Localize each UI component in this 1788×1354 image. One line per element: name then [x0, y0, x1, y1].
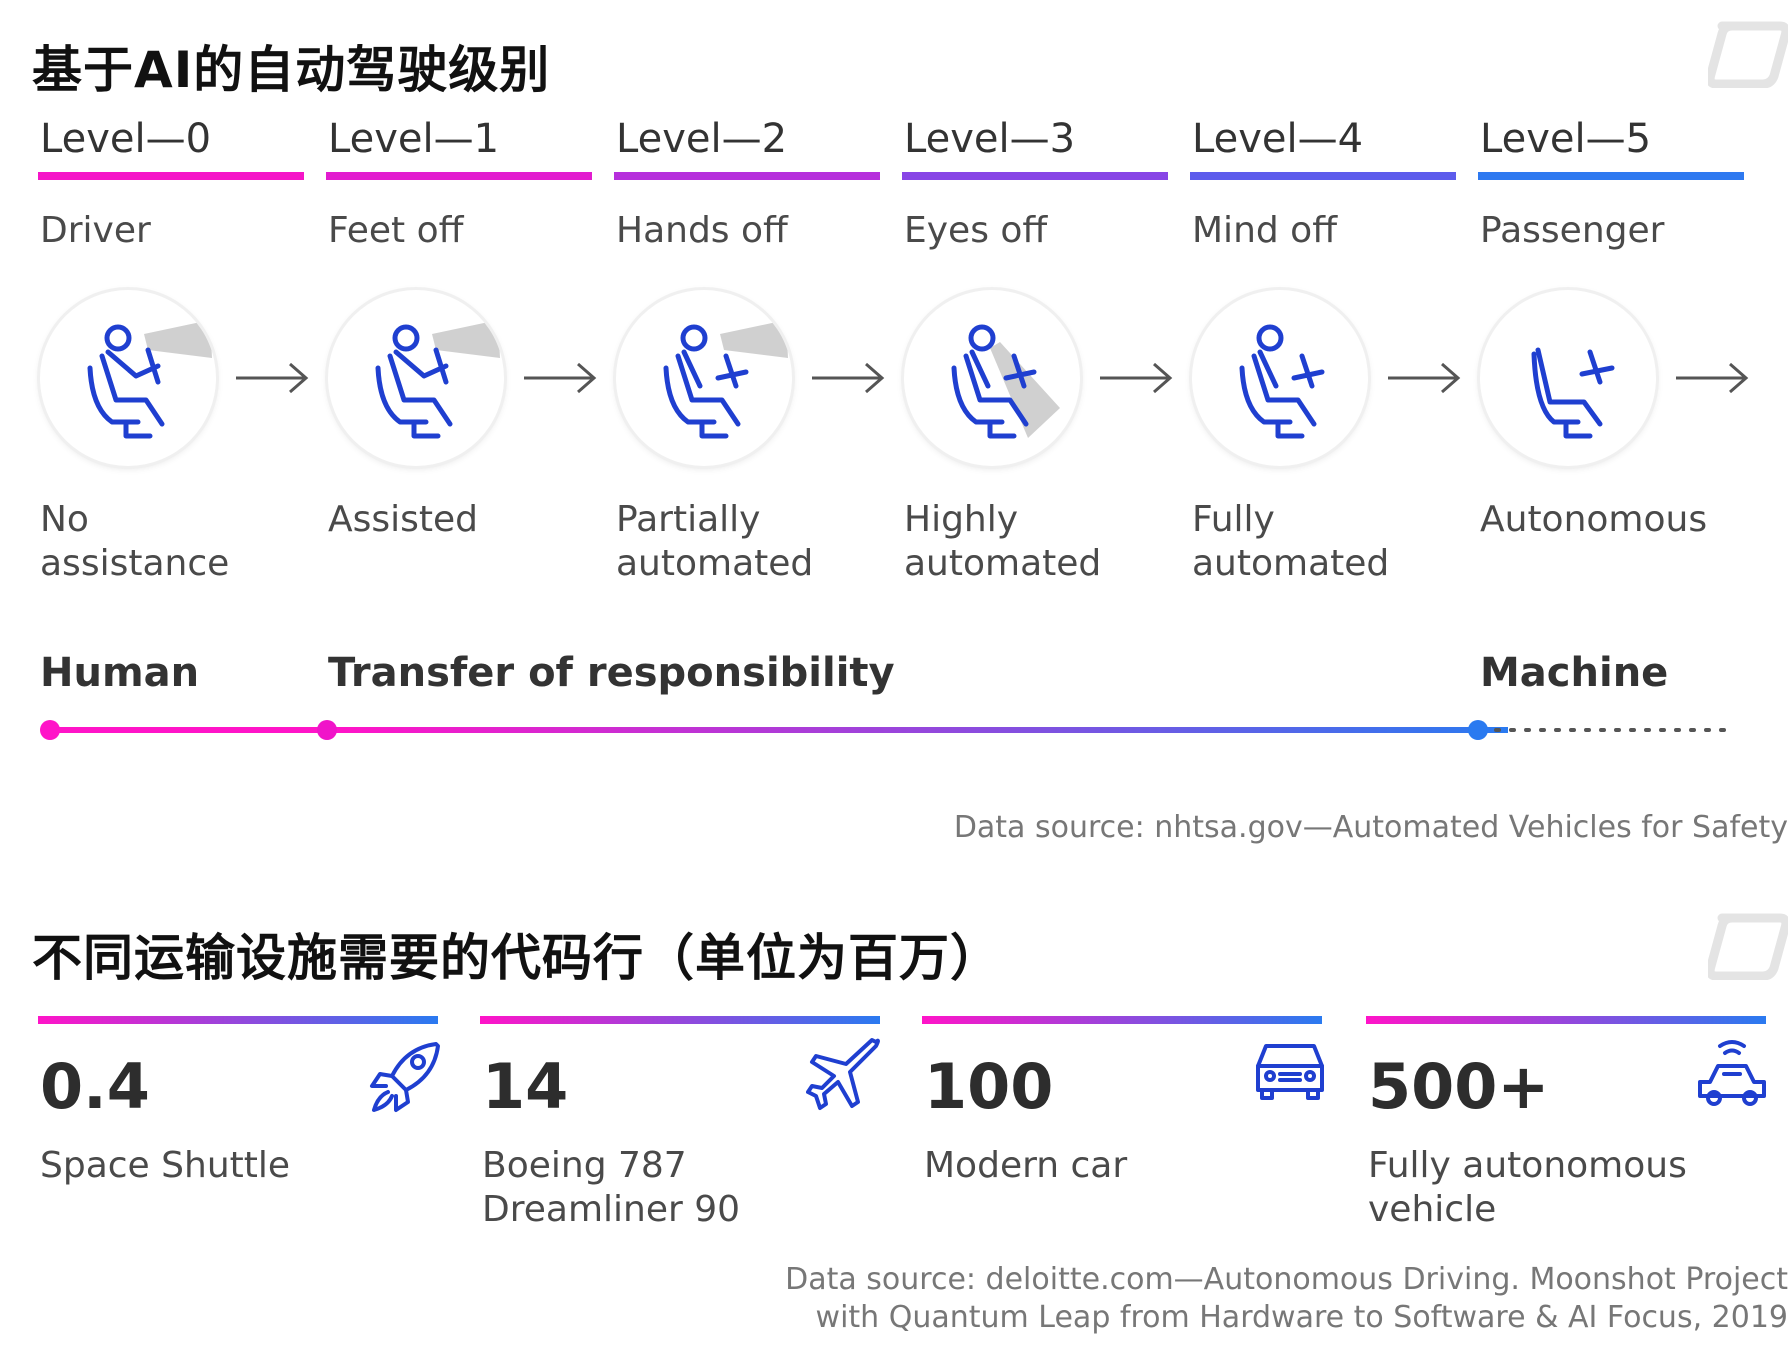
level-3-desc: Highly automated	[904, 499, 1102, 584]
level-2-bar	[614, 172, 880, 180]
level-5-role: Passenger	[1480, 210, 1665, 251]
level-5-label: Level—5	[1480, 116, 1652, 162]
rocket-icon	[370, 1042, 440, 1112]
car-icon	[1256, 1044, 1324, 1100]
section2-source-line1: Data source: deloitte.com—Autonomous Dri…	[785, 1262, 1788, 1297]
level-1-desc: Assisted	[328, 499, 479, 540]
driver-seat-icon	[87, 320, 212, 439]
loc-1-bar	[480, 1016, 880, 1024]
responsibility-transfer-label: Transfer of responsibility	[328, 650, 895, 696]
arrow-right-icon	[236, 362, 309, 394]
level-3-role: Eyes off	[904, 210, 1048, 251]
loc-2-value: 100	[924, 1050, 1054, 1123]
loc-2-label: Modern car	[924, 1145, 1128, 1186]
level-1-seat-circle	[328, 290, 504, 466]
level-4-label: Level—4	[1192, 116, 1364, 162]
level-0-bar	[38, 172, 304, 180]
level-1-role: Feet off	[328, 210, 464, 251]
loc-0-label: Space Shuttle	[40, 1145, 291, 1186]
level-5-desc: Autonomous	[1480, 499, 1708, 540]
level-1-bar	[326, 172, 592, 180]
hands-off-seat-icon	[663, 320, 788, 439]
timeline-dot-transfer	[317, 720, 337, 740]
responsibility-human-label: Human	[40, 650, 200, 696]
level-4-bar	[1190, 172, 1456, 180]
loc-1-value: 14	[482, 1050, 569, 1123]
level-1-label: Level—1	[328, 116, 500, 162]
level-4-seat-circle	[1192, 290, 1368, 466]
responsibility-machine-label: Machine	[1480, 650, 1669, 696]
arrow-right-icon	[1100, 362, 1173, 394]
level-2-role: Hands off	[616, 210, 788, 251]
level-0-desc: No assistance	[40, 499, 230, 584]
arrow-right-icon	[1388, 362, 1461, 394]
level-5-bar	[1478, 172, 1744, 180]
level-0-role: Driver	[40, 210, 151, 251]
section2-title: 不同运输设施需要的代码行（单位为百万）	[32, 929, 1001, 987]
section1-source: Data source: nhtsa.gov—Automated Vehicle…	[953, 810, 1788, 845]
loc-3-value: 500+	[1368, 1050, 1550, 1123]
section1-title: 基于AI的自动驾驶级别	[32, 41, 551, 99]
level-3-label: Level—3	[904, 116, 1076, 162]
level-5-seat-circle	[1480, 290, 1656, 466]
loc-0-bar	[38, 1016, 438, 1024]
section2-source-line2: with Quantum Leap from Hardware to Softw…	[815, 1300, 1788, 1335]
loc-1-label: Boeing 787 Dreamliner 90	[482, 1145, 741, 1230]
brand-logo-icon	[1708, 21, 1788, 88]
level-3-seat-circle	[904, 290, 1080, 466]
level-0-label: Level—0	[40, 116, 212, 162]
arrow-right-icon	[524, 362, 597, 394]
brand-logo-icon	[1708, 913, 1788, 980]
loc-3-bar	[1366, 1016, 1766, 1024]
responsibility-timeline	[40, 720, 1738, 740]
loc-2-bar	[922, 1016, 1322, 1024]
loc-3-label: Fully autonomous vehicle	[1368, 1145, 1687, 1230]
feet-off-seat-icon	[375, 320, 500, 439]
empty-seat-icon	[1531, 347, 1615, 439]
eyes-off-seat-icon	[951, 324, 1060, 439]
level-4-role: Mind off	[1192, 210, 1338, 251]
level-2-label: Level—2	[616, 116, 788, 162]
arrow-right-icon	[812, 362, 885, 394]
arrow-right-icon	[1676, 362, 1749, 394]
level-0-seat-circle	[40, 290, 216, 466]
mind-off-seat-icon	[1239, 324, 1325, 439]
level-2-desc: Partially automated	[616, 499, 814, 584]
level-4-desc: Fully automated	[1192, 499, 1390, 584]
autonomous-car-icon	[1698, 1040, 1766, 1106]
airplane-icon	[806, 1038, 880, 1110]
level-2-seat-circle	[616, 290, 792, 466]
timeline-dot-machine	[1468, 720, 1488, 740]
level-3-bar	[902, 172, 1168, 180]
loc-0-value: 0.4	[40, 1050, 150, 1123]
timeline-dot-human	[40, 720, 60, 740]
